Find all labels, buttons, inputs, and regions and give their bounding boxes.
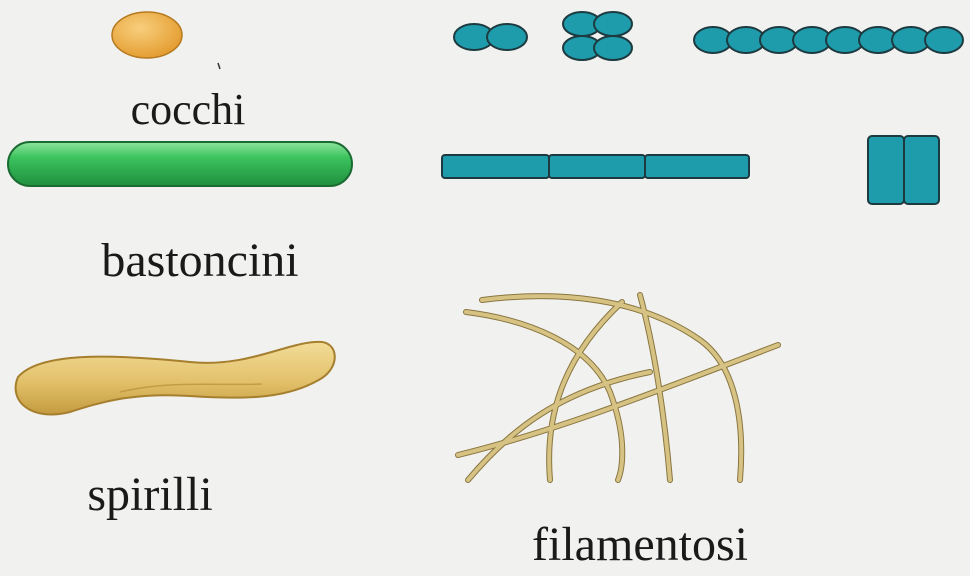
- coccus-icon: [112, 12, 182, 58]
- streptobacilli-icon: [442, 155, 749, 178]
- label-bastoncini: bastoncini: [101, 234, 298, 287]
- diplobacilli-icon: [868, 136, 939, 204]
- label-filamentosi: filamentosi: [532, 518, 748, 571]
- label-cocchi: cocchi: [131, 85, 246, 134]
- bacillus-icon: [8, 142, 352, 186]
- label-spirilli: spirilli: [87, 468, 212, 521]
